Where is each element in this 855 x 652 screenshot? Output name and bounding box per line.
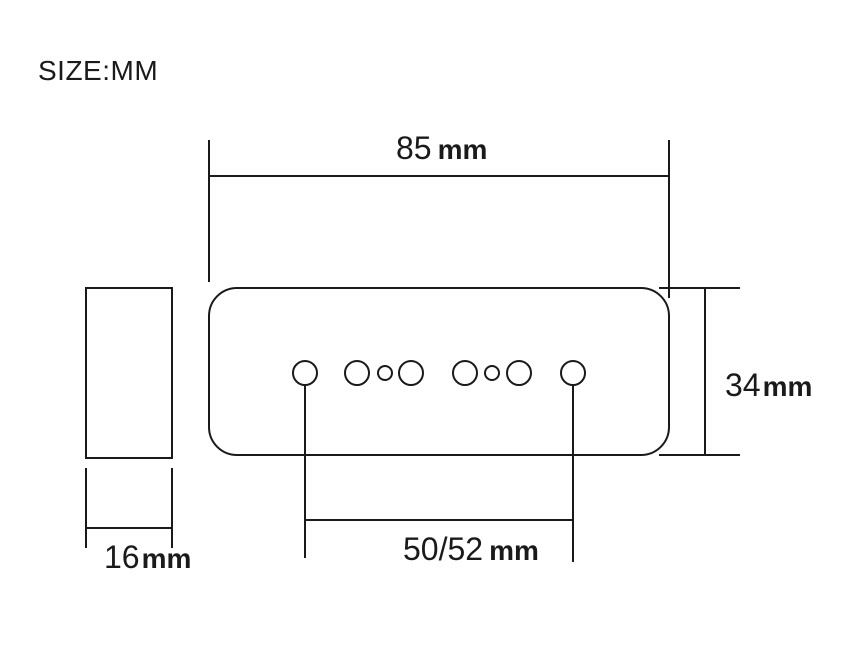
width-label: 34mm bbox=[725, 367, 812, 403]
size-title: SIZE:MM bbox=[38, 55, 158, 86]
thickness-dimension: 16mm bbox=[85, 468, 191, 575]
pole-piece bbox=[506, 360, 532, 386]
length-value: 85 bbox=[396, 130, 432, 166]
pole-piece bbox=[398, 360, 424, 386]
pole-piece bbox=[344, 360, 370, 386]
pole-pieces bbox=[292, 360, 586, 386]
thickness-unit: mm bbox=[142, 543, 192, 574]
width-unit: mm bbox=[763, 371, 813, 402]
pole-spacing-value: 50/52 bbox=[403, 531, 483, 567]
thickness-label: 16mm bbox=[104, 539, 191, 575]
thickness-value: 16 bbox=[104, 539, 140, 575]
pole-piece bbox=[452, 360, 478, 386]
pole-spacing-unit: mm bbox=[489, 535, 539, 566]
side-view-outline bbox=[85, 287, 173, 459]
pole-piece bbox=[292, 360, 318, 386]
pole-screw bbox=[377, 365, 393, 381]
pole-piece bbox=[560, 360, 586, 386]
pickup-top-outline bbox=[208, 287, 670, 456]
pole-screw bbox=[484, 365, 500, 381]
length-unit: mm bbox=[438, 134, 488, 165]
width-dimension: 34mm bbox=[659, 287, 812, 456]
width-value: 34 bbox=[725, 367, 761, 403]
